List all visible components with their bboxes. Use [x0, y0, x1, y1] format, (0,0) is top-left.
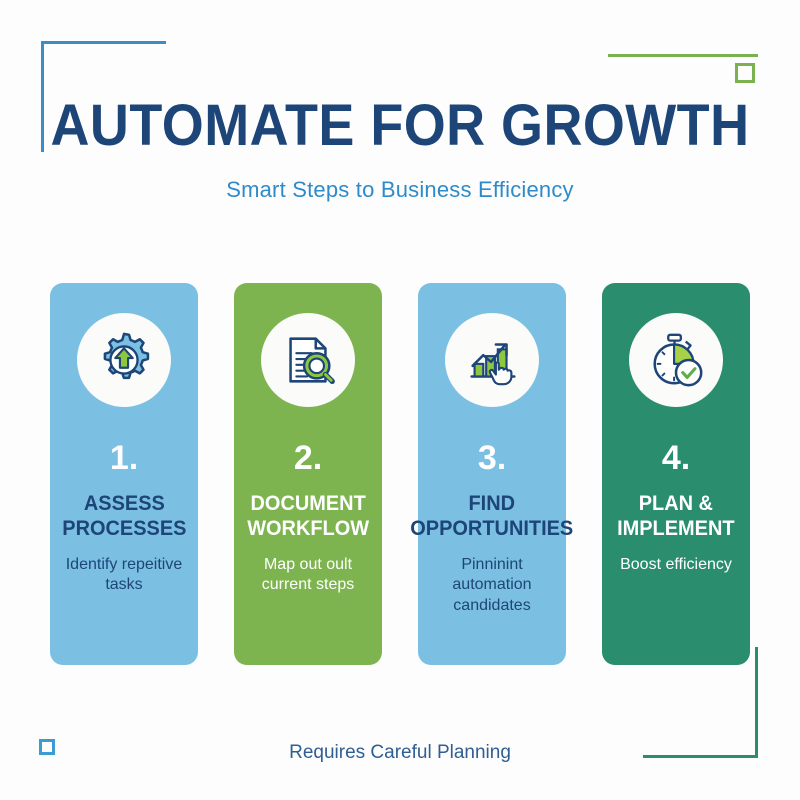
step-heading: PLAN & IMPLEMENT	[613, 492, 738, 542]
step-number: 2.	[293, 439, 323, 477]
document-magnifier-icon	[261, 313, 355, 407]
step-number: 1.	[109, 439, 139, 477]
gear-up-arrow-icon	[77, 313, 171, 407]
step-card-2[interactable]: 2. DOCUMENT WORKFLOW Map out oult curren…	[234, 283, 382, 665]
step-heading-line-2: IMPLEMENT	[617, 516, 735, 540]
header: AUTOMATE FOR GROWTH Smart Steps to Busin…	[0, 93, 800, 203]
step-description: Identify repeitive tasks	[65, 555, 183, 594]
step-number: 4.	[661, 439, 691, 477]
top-left-corner-bracket	[41, 41, 166, 152]
step-card-4[interactable]: 4. PLAN & IMPLEMENT Boost efficiency	[602, 283, 750, 665]
page-subtitle: Smart Steps to Business Efficiency	[226, 176, 574, 202]
step-heading-line-1: DOCUMENT	[250, 492, 366, 515]
step-heading-line-1: PLAN &	[638, 492, 714, 515]
step-heading: DOCUMENT WORKFLOW	[243, 492, 372, 542]
step-heading-line-2: PROCESSES	[61, 516, 187, 540]
footer-note: Requires Careful Planning	[289, 742, 511, 763]
step-heading-line-2: WORKFLOW	[247, 516, 369, 540]
step-description: Boost efficiency	[620, 555, 732, 573]
step-description: Map out oult current steps	[261, 555, 355, 594]
step-card-1[interactable]: 1. ASSESS PROCESSES Identify repeitive t…	[50, 283, 198, 665]
bar-chart-hand-icon	[445, 313, 539, 407]
step-description: Pinninint automation candidates	[452, 555, 532, 615]
step-heading-line-1: FIND	[468, 492, 516, 515]
steps-row: 1. ASSESS PROCESSES Identify repeitive t…	[50, 283, 750, 665]
top-right-rule	[608, 54, 758, 57]
step-heading-line-2: OPPORTUNITIES	[410, 516, 574, 540]
step-card-3[interactable]: 3. FIND OPPORTUNITIES Pinninint automati…	[411, 283, 573, 665]
step-number: 3.	[477, 439, 507, 477]
step-heading-line-1: ASSESS	[83, 492, 165, 515]
page-title: AUTOMATE FOR GROWTH	[50, 93, 750, 158]
bottom-left-square-icon	[39, 739, 55, 755]
top-right-square-icon	[735, 63, 755, 83]
stopwatch-check-icon	[629, 313, 723, 407]
step-heading: FIND OPPORTUNITIES	[407, 492, 578, 542]
step-heading: ASSESS PROCESSES	[58, 492, 190, 542]
bottom-right-corner-bracket	[643, 647, 758, 758]
